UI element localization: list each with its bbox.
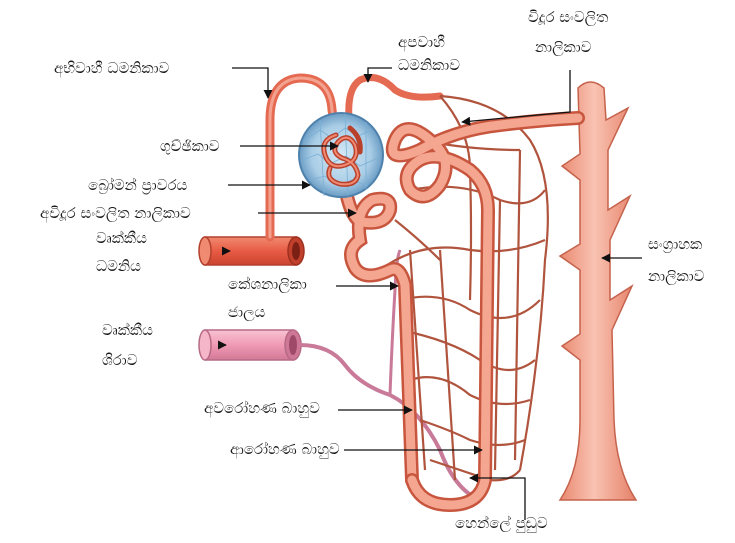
proximal-tubule — [346, 192, 412, 480]
collecting-duct — [560, 82, 636, 500]
label-renal-artery-line1: වෘක්කීය — [96, 228, 147, 248]
loop-of-henle — [393, 118, 578, 505]
label-efferent-arteriole-line1: අපවාහී — [398, 32, 445, 52]
label-renal-vein-line1: වෘක්කීය — [102, 320, 153, 340]
label-bowmans-capsule: බ්‍රෝමන් ප්‍රාවරය — [88, 175, 187, 195]
label-distal-tubule-line2: නාලිකාව — [535, 37, 591, 57]
label-ascending-limb: ආරෝහණ බාහුව — [230, 439, 340, 459]
label-distal-tubule-line1: විදූර සංවලිත — [528, 7, 608, 27]
label-loop-of-henle: හෙන්ලේ පුඩුව — [455, 513, 548, 533]
label-capillary-network-line1: කේශනාලිකා — [228, 274, 307, 294]
label-glomerulus: ගුච්ඡිකාව — [160, 136, 220, 156]
label-afferent-arteriole: අභිවාහී ධමනිකාව — [54, 58, 169, 78]
label-capillary-network-line2: ජාලය — [228, 302, 265, 322]
label-collecting-duct-line2: නාලිකාව — [648, 266, 704, 286]
label-renal-vein-line2: ශිරාව — [102, 350, 138, 370]
label-collecting-duct-line1: සංග්‍රාහක — [648, 234, 702, 254]
label-efferent-arteriole-line2: ධමනිකාව — [398, 55, 460, 75]
label-descending-limb: අවරෝහණ බාහුව — [204, 398, 320, 418]
label-renal-artery-line2: ධමනිය — [96, 256, 141, 276]
label-proximal-tubule: අවිදූර සංවලිත නාලිකාව — [40, 203, 191, 223]
